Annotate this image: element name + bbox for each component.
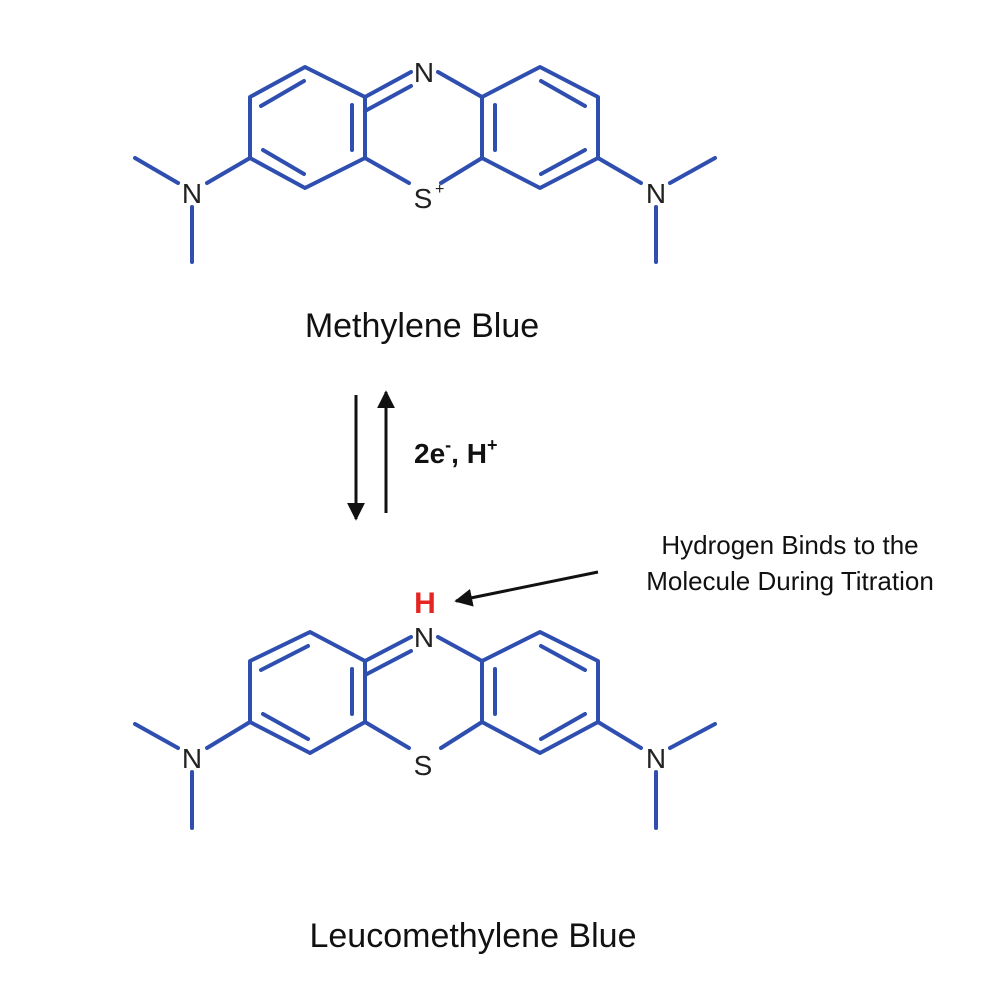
right-ring-double-1 [539,79,587,108]
methylene-blue-bonds [133,65,717,264]
methylene-blue-structure: N S + N N [133,57,717,264]
conditions-proton-sup: + [487,435,498,455]
conditions-proton: , H [451,438,487,469]
bottom-ring-nitrogen-label: N [414,622,434,653]
bottom-left-ring-outline [248,630,367,755]
equilibrium-arrows [347,390,395,521]
bottom-left-ring-double-1 [259,644,310,672]
ring-nitrogen-label: N [414,57,434,88]
annotation-line-1: Hydrogen Binds to the [661,530,918,560]
conditions-electron-sup: - [445,435,451,455]
bottom-right-amine-nitrogen-label: N [646,743,666,774]
right-amine-ring-bond [596,156,643,185]
leucomethylene-blue-bonds [133,630,717,830]
central-c-s-bond-left [363,156,411,185]
leucomethylene-blue-name: Leucomethylene Blue [309,917,636,955]
bottom-central-n-c-bond [436,635,484,663]
bottom-right-ring-double-1 [539,644,587,672]
bottom-left-amine-nitrogen-label: N [182,743,202,774]
sulfur-charge-label: + [435,181,444,198]
bottom-right-ring-double-2 [539,712,587,741]
bottom-central-c-n-bond-a [363,635,413,663]
leucomethylene-blue-structure: H [133,587,717,830]
central-c-n-double-a [363,70,413,99]
methylene-blue-name: Methylene Blue [305,307,539,345]
central-s-c-bond-right [439,156,484,185]
bottom-ring-sulfur-label: S [414,750,433,781]
added-hydrogen-label: H [414,587,436,620]
right-amine-nitrogen-label: N [646,178,666,209]
bottom-central-s-c-bond-right [439,720,484,750]
bottom-left-amine-methyl-1 [133,722,180,750]
left-ring-outline [248,65,367,190]
left-ring-double-1 [259,79,306,108]
ring-sulfur-label: S [414,183,433,214]
right-ring-outline [480,65,600,190]
bottom-right-amine-ring-bond [596,720,643,750]
right-amine-methyl-1 [668,156,717,185]
bottom-right-amine-methyl-1 [668,722,717,750]
bottom-left-ring-double-2 [261,712,310,741]
left-amine-ring-bond [205,156,252,185]
reaction-conditions: 2e-, H+ [414,435,497,469]
bottom-left-amine-ring-bond [205,720,252,750]
bottom-right-ring-outline [480,630,600,755]
annotation-arrow [454,570,599,607]
annotation-line-2: Molecule During Titration [646,566,934,596]
left-amine-nitrogen-label: N [182,178,202,209]
central-n-c-bond [436,70,484,99]
left-amine-methyl-1 [133,156,180,185]
bottom-central-c-s-bond-left [363,720,411,750]
central-c-n-double-b [363,84,413,113]
bottom-central-c-n-bond-b [363,649,413,677]
left-ring-double-2 [261,148,306,176]
right-ring-double-2 [539,148,587,176]
conditions-electrons: 2e [414,438,445,469]
